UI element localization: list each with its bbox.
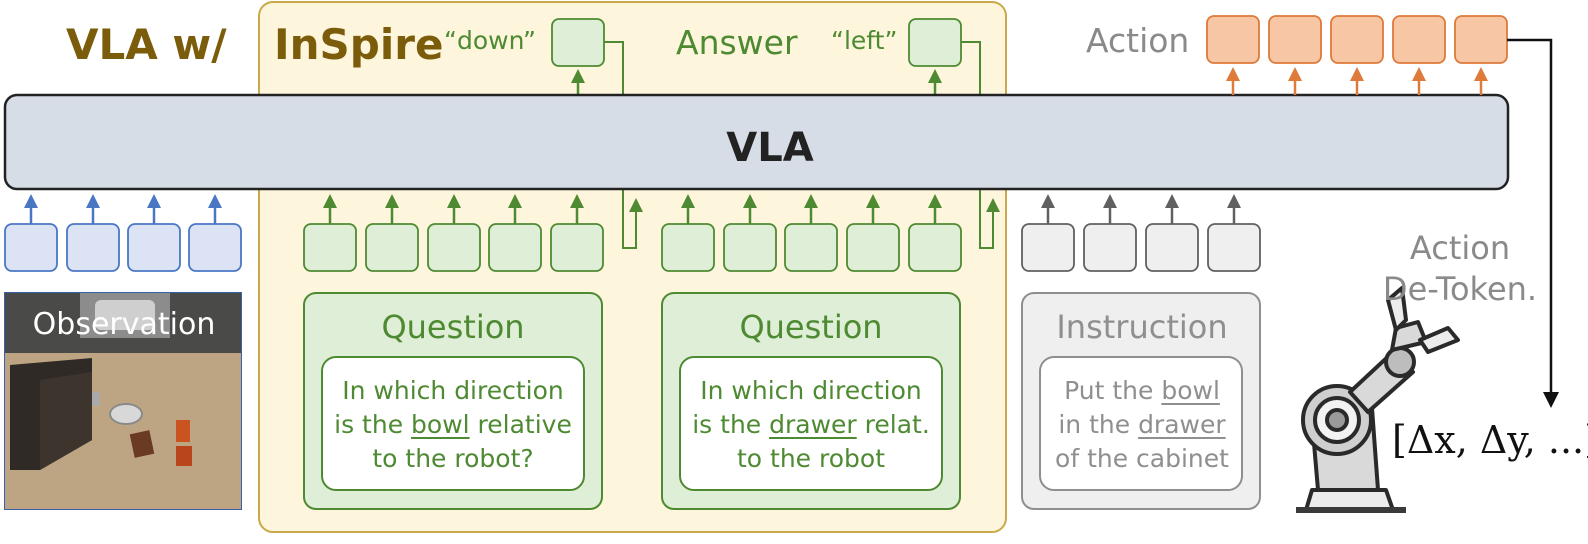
question-token [427,223,481,272]
question2-text: In which direction is the drawer relat. … [692,376,930,473]
instruction-text-box [1039,356,1243,491]
question1-title: Question [381,308,525,346]
observation-token [4,223,58,272]
action-token [1454,15,1508,64]
instruction-arrows [1041,194,1241,224]
action-token [1330,15,1384,64]
action-vector: [Δx, Δy, ...] [1392,418,1588,462]
question-token [784,223,838,272]
question-token [846,223,900,272]
action-arrows [1226,67,1488,95]
question-token [661,223,715,272]
question-token [488,223,542,272]
robot-arm-icon [1296,286,1460,513]
vla-bar [3,93,1510,191]
question2-title: Question [739,308,883,346]
answer-left-label: “left” [831,26,898,55]
question-token [550,223,604,272]
question1-text-box [321,356,585,491]
instruction-token [1083,223,1137,272]
action-token [1268,15,1322,64]
instruction-tokens [1021,223,1261,272]
action-label: Action [1086,21,1190,60]
answer-token-down [551,18,605,67]
arrow-up-icon [86,194,100,224]
observation-arrows [24,194,222,224]
vla-model-label: VLA [726,125,814,171]
question-token [723,223,777,272]
arrow-up-icon [147,194,161,224]
observation-label: Observation [32,307,216,342]
answer-token-left [908,18,962,67]
question-token [365,223,419,272]
instruction-token [1145,223,1199,272]
inspire-title: InSpire [274,20,444,69]
question-arrows [323,194,942,224]
action-tokens [1206,15,1508,64]
instruction-token [1021,223,1075,272]
answer-arrows [571,69,942,95]
answer-feedback-loops [604,41,994,249]
observation-tokens [4,223,242,272]
question1-tokens [303,223,604,272]
observation-token [66,223,120,272]
action-token [1392,15,1446,64]
detokenizer-label: Action De-Token. [1382,229,1538,308]
vla-title: VLA w/ [66,20,227,69]
answer-label: Answer [676,23,798,62]
instruction-text: Put the bowl in the drawer of the cabine… [1055,376,1229,473]
instruction-token [1207,223,1261,272]
question2-tokens [661,223,962,272]
question2-text-box [679,356,943,491]
question-token [908,223,962,272]
observation-token [188,223,242,272]
question1-text: In which direction is the bowl relative … [334,376,572,473]
arrow-up-icon [24,194,38,224]
arrow-up-icon [208,194,222,224]
action-token [1206,15,1260,64]
question-token [303,223,357,272]
observation-image [4,292,242,510]
detokenize-arrow [1507,38,1559,408]
instruction-title: Instruction [1056,308,1228,346]
answer-down-label: “down” [444,26,536,55]
observation-token [127,223,181,272]
